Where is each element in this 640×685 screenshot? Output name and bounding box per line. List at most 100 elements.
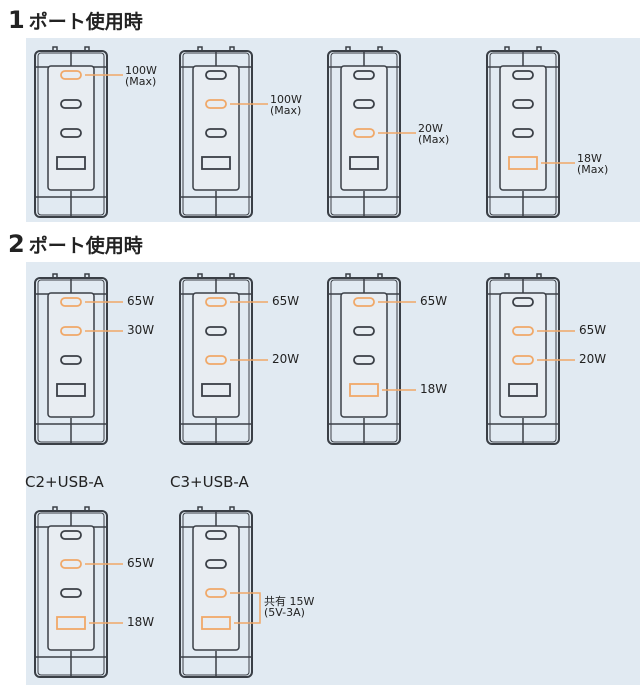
- usb-c-port-icon: [353, 99, 375, 109]
- usb-c-port-icon: [205, 99, 227, 109]
- power-label-line: (5V-3A): [264, 606, 305, 619]
- usb-c-port-icon: [205, 297, 227, 307]
- power-label-line: 100W: [125, 64, 157, 77]
- usb-c-port-icon: [353, 70, 375, 80]
- usb-c-port-icon: [353, 326, 375, 336]
- usb-c-port-icon: [60, 559, 82, 569]
- prong-icon: [52, 506, 90, 511]
- charger-drawing: [486, 273, 575, 445]
- usb-c-port-icon: [60, 70, 82, 80]
- charger: 65W 18W: [326, 272, 506, 452]
- port-face: [340, 292, 388, 418]
- port-face: [499, 65, 547, 191]
- prong-icon: [345, 273, 383, 278]
- charger: 100W(Max): [178, 45, 358, 225]
- power-label: 18W: [127, 615, 155, 629]
- usb-c-port-icon: [205, 128, 227, 138]
- power-label-line: 20W: [418, 122, 443, 135]
- power-label: 20W: [272, 352, 300, 366]
- usb-c-port-icon: [205, 559, 227, 569]
- prong-icon: [504, 273, 542, 278]
- usb-a-port-icon: [201, 156, 231, 170]
- usb-c-port-icon: [205, 530, 227, 540]
- port-face: [47, 65, 95, 191]
- power-label-line: 18W: [577, 152, 602, 165]
- power-label: 65W: [127, 556, 155, 570]
- usb-c-port-icon: [512, 326, 534, 336]
- power-label-line: (Max): [577, 163, 609, 176]
- charger-drawing: [34, 46, 123, 218]
- combo-caption: C2+USB-A: [25, 473, 104, 491]
- power-label: 18W(Max): [577, 153, 608, 175]
- prong-icon: [52, 273, 90, 278]
- usb-c-port-icon: [353, 128, 375, 138]
- usb-c-port-icon: [353, 355, 375, 365]
- power-label-line: 100W: [270, 93, 302, 106]
- combo-caption: C3+USB-A: [170, 473, 249, 491]
- usb-c-port-icon: [60, 355, 82, 365]
- usb-a-port-icon: [349, 156, 379, 170]
- port-face: [47, 525, 95, 651]
- charger: 18W(Max): [485, 45, 640, 225]
- usb-a-port-icon: [56, 616, 86, 630]
- port-face: [499, 292, 547, 418]
- usb-a-port-icon: [56, 156, 86, 170]
- charger-drawing: [34, 273, 123, 445]
- charger-drawing: [486, 46, 575, 218]
- usb-c-port-icon: [60, 128, 82, 138]
- usb-c-port-icon: [205, 326, 227, 336]
- usb-a-port-icon: [56, 383, 86, 397]
- power-label-line: (Max): [270, 104, 302, 117]
- power-label-line: 共有 15W: [264, 595, 315, 608]
- prong-icon: [504, 46, 542, 51]
- power-label: 30W: [127, 323, 155, 337]
- usb-c-port-icon: [60, 326, 82, 336]
- power-label-line: (Max): [125, 75, 157, 88]
- port-face: [192, 65, 240, 191]
- charger: 100W(Max): [33, 45, 213, 225]
- usb-c-port-icon: [205, 588, 227, 598]
- usb-c-port-icon: [512, 297, 534, 307]
- power-label: 100W(Max): [125, 65, 157, 87]
- port-face: [192, 292, 240, 418]
- charger: 共有 15W(5V-3A): [178, 505, 358, 685]
- prong-icon: [345, 46, 383, 51]
- charger-drawing: [179, 273, 268, 445]
- port-face: [192, 525, 240, 651]
- usb-a-port-icon: [349, 383, 379, 397]
- power-label: 18W: [420, 382, 448, 396]
- power-label: 65W: [579, 323, 607, 337]
- usb-c-port-icon: [60, 530, 82, 540]
- power-label: 20W: [579, 352, 607, 366]
- charger: 20W(Max): [326, 45, 506, 225]
- usb-a-port-icon: [201, 383, 231, 397]
- usb-c-port-icon: [60, 99, 82, 109]
- usb-c-port-icon: [512, 99, 534, 109]
- usb-c-port-icon: [353, 297, 375, 307]
- prong-icon: [52, 46, 90, 51]
- prong-icon: [197, 46, 235, 51]
- power-label: 65W: [420, 294, 448, 308]
- power-label: 100W(Max): [270, 94, 302, 116]
- power-label: 共有 15W(5V-3A): [264, 596, 314, 618]
- charger: 65W 20W: [485, 272, 640, 452]
- usb-a-port-icon: [201, 616, 231, 630]
- usb-c-port-icon: [60, 588, 82, 598]
- power-label-line: (Max): [418, 133, 450, 146]
- prong-icon: [197, 273, 235, 278]
- prong-icon: [197, 506, 235, 511]
- usb-c-port-icon: [60, 297, 82, 307]
- shared-bracket: [230, 592, 261, 624]
- power-label: 20W(Max): [418, 123, 449, 145]
- usb-a-port-icon: [508, 383, 538, 397]
- charger: 65W 18W: [33, 505, 213, 685]
- usb-c-port-icon: [205, 355, 227, 365]
- charger-drawing: [327, 273, 416, 445]
- usb-a-port-icon: [508, 156, 538, 170]
- port-face: [47, 292, 95, 418]
